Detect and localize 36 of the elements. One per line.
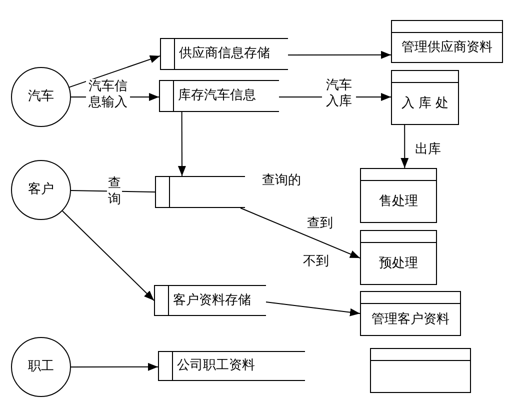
process-box [370, 348, 471, 393]
arrow [240, 208, 360, 259]
data-store [154, 285, 266, 316]
process-box [391, 20, 503, 63]
data-store [158, 351, 305, 381]
node-label: 供应商信息存储 [179, 46, 270, 62]
process-box [391, 70, 459, 125]
data-store [159, 80, 279, 112]
data-store [155, 176, 245, 208]
arrow [70, 362, 158, 371]
arrow [62, 210, 154, 301]
node-label: 管理客户资料 [372, 310, 450, 329]
node-label: 管理供应商资料 [402, 38, 492, 57]
node-label: 入 库 处 [401, 94, 449, 113]
process-box [360, 168, 437, 223]
arrow [288, 50, 392, 59]
node-label: 公司职工资料 [177, 358, 255, 374]
data-store [160, 38, 288, 70]
node-label: 客户 [28, 181, 54, 199]
arrow [68, 55, 160, 88]
node-label: 预处理 [379, 254, 418, 273]
edge-label: 汽车入库 [322, 78, 356, 110]
arrow [266, 302, 360, 316]
edge-label: 查询 [107, 176, 122, 208]
node-label: 客户资料存储 [173, 292, 251, 308]
note-label: 不到 [303, 254, 329, 270]
node-label: 职工 [28, 358, 54, 376]
node-label: 售处理 [379, 192, 418, 211]
arrow [178, 112, 186, 176]
process-box [360, 291, 461, 336]
note-label: 查询的 [262, 173, 301, 189]
node-label: 汽车 [28, 88, 54, 106]
node-label: 库存汽车信息 [178, 88, 256, 104]
process-box [360, 230, 437, 285]
arrow [400, 124, 409, 168]
edge-label: 汽车信息输入 [86, 79, 130, 111]
